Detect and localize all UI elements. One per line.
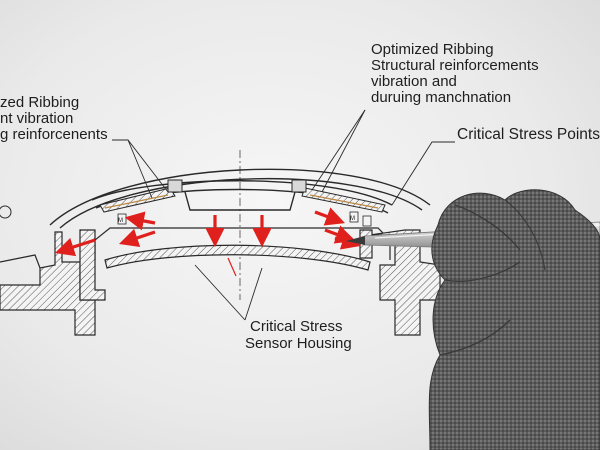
bottom-callout-line-1: Critical Stress: [250, 318, 343, 335]
left-base: [0, 229, 106, 336]
detail-circle: [0, 205, 12, 219]
stress-arrow: [118, 228, 156, 248]
right-callout: Critical Stress Points: [457, 126, 600, 143]
sensor-housing: [94, 227, 391, 271]
stress-tick: [227, 257, 237, 277]
gloved-hand: [428, 189, 600, 450]
stress-arrow: [334, 231, 362, 250]
ribbing-inserts: [99, 179, 386, 213]
center-cap: [184, 191, 296, 211]
fastener-mark-left: M: [118, 218, 123, 224]
fastener-mark-right: M: [350, 216, 355, 222]
leader-lines: [112, 109, 455, 321]
left-callout-line-3: g reinforcenents: [0, 126, 108, 143]
top-callout-line-1: Optimized Ribbing: [371, 41, 494, 58]
stress-arrows: [54, 207, 362, 257]
top-callout-line-4: duruing manchnation: [371, 89, 511, 106]
left-callout-line-1: zed Ribbing: [0, 94, 79, 111]
top-callout-line-3: vibration and: [371, 73, 457, 90]
left-callout-line-2: nt vibration: [0, 110, 73, 127]
top-callout-line-2: Structural reinforcements: [371, 57, 539, 74]
stress-arrow: [54, 237, 96, 257]
stress-arrow: [124, 211, 156, 231]
fasteners: [117, 211, 372, 227]
bottom-callout-line-2: Sensor Housing: [245, 335, 352, 352]
stress-arrow: [314, 207, 346, 226]
